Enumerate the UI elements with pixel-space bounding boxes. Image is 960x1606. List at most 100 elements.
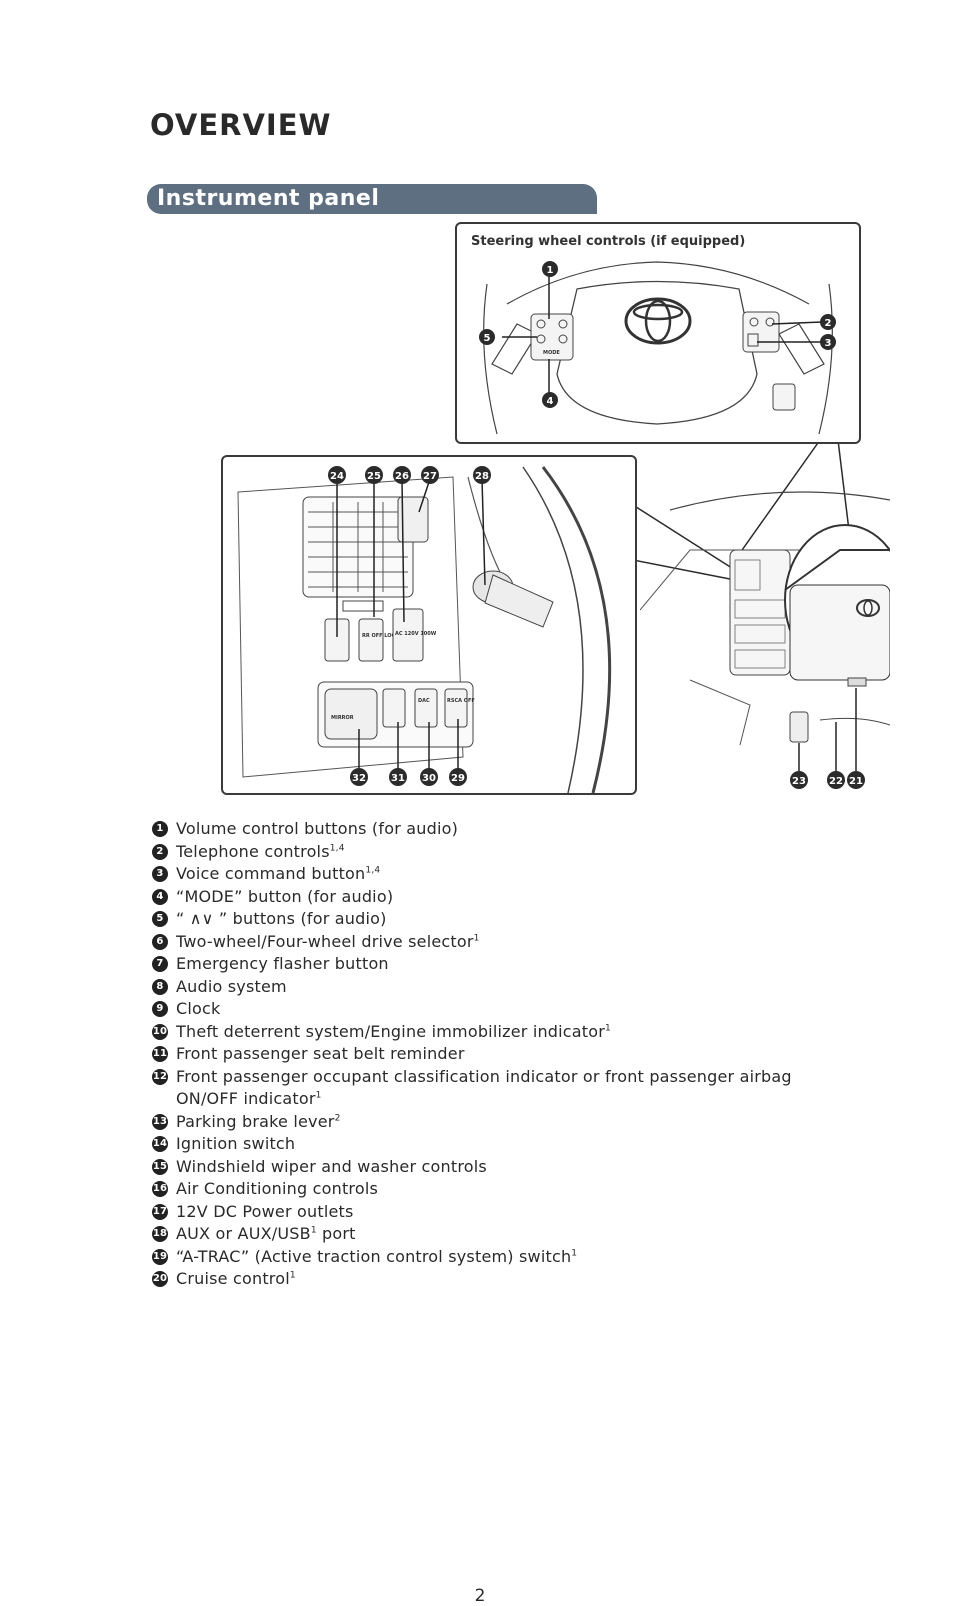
legend-item: 20 Cruise control1 bbox=[152, 1268, 852, 1291]
callout-2: 2 bbox=[820, 314, 836, 330]
mirror-switch-label: MIRROR bbox=[331, 715, 354, 721]
legend-text: Two-wheel/Four-wheel drive selector1 bbox=[176, 931, 852, 954]
svg-text:30: 30 bbox=[422, 773, 436, 784]
page-number: 2 bbox=[474, 1586, 486, 1606]
legend-number-badge: 14 bbox=[152, 1136, 168, 1152]
mode-button-label: MODE bbox=[543, 350, 560, 356]
dashboard-illustration: RR OFF LOCK AC 120V 100W MIRROR DAC RSCA… bbox=[237, 466, 612, 793]
legend-footnote-ref: 1 bbox=[315, 1090, 322, 1101]
legend-number-badge: 13 bbox=[152, 1113, 168, 1130]
legend-label: Front passenger occupant classification … bbox=[176, 1066, 792, 1109]
legend-item: 8 Audio system bbox=[152, 976, 852, 999]
cabin-view: 23 22 21 bbox=[640, 490, 890, 795]
legend-label-suffix: port bbox=[316, 1224, 356, 1243]
steering-wheel-illustration: MODE 1 2 3 4 5 bbox=[479, 261, 836, 435]
legend-number-badge: 3 bbox=[152, 866, 168, 882]
legend-label: Clock bbox=[176, 999, 221, 1018]
steering-inset-caption: Steering wheel controls (if equipped) bbox=[471, 234, 746, 249]
legend-text: Audio system bbox=[176, 976, 852, 999]
legend-text: Windshield wiper and washer controls bbox=[176, 1156, 852, 1179]
legend-item: 13 Parking brake lever2 bbox=[152, 1111, 852, 1134]
callout-1: 1 bbox=[542, 261, 558, 277]
legend-number-badge: 9 bbox=[152, 1001, 168, 1017]
callout-28: 28 bbox=[473, 466, 491, 484]
legend-footnote-ref: 1 bbox=[473, 933, 480, 944]
legend-number-badge: 6 bbox=[152, 933, 168, 950]
callout-23: 23 bbox=[790, 771, 808, 789]
svg-text:3: 3 bbox=[825, 338, 832, 349]
legend-text: “MODE” button (for audio) bbox=[176, 886, 852, 909]
legend-item: 3 Voice command button1,4 bbox=[152, 863, 852, 886]
legend-label: Emergency flasher button bbox=[176, 954, 389, 973]
legend-number-badge: 5 bbox=[152, 911, 168, 927]
legend-number-badge: 2 bbox=[152, 843, 168, 860]
legend-label: “MODE” button (for audio) bbox=[176, 886, 394, 906]
legend-footnote-ref: 1 bbox=[289, 1270, 296, 1281]
legend-number-badge: 16 bbox=[152, 1181, 168, 1197]
svg-text:5: 5 bbox=[484, 333, 491, 344]
legend-label: Windshield wiper and washer controls bbox=[176, 1156, 487, 1176]
legend-label: AUX or AUX/USB bbox=[176, 1224, 311, 1243]
svg-text:22: 22 bbox=[829, 776, 843, 787]
legend-label: Parking brake lever bbox=[176, 1111, 335, 1131]
callout-22: 22 bbox=[827, 771, 845, 789]
legend-label: Telephone controls bbox=[176, 841, 330, 861]
legend-text: Air Conditioning controls bbox=[176, 1178, 852, 1201]
ac-outlet-label: AC 120V 100W bbox=[395, 631, 437, 637]
legend-number-badge: 19 bbox=[152, 1248, 168, 1265]
legend-item: 19 “A-TRAC” (Active traction control syst… bbox=[152, 1246, 852, 1269]
page-title: OVERVIEW bbox=[150, 108, 332, 142]
legend-text: Emergency flasher button bbox=[176, 953, 852, 976]
legend-item: 9 Clock bbox=[152, 998, 852, 1021]
legend-footnote-ref: 1 bbox=[571, 1248, 578, 1259]
legend-text: “A-TRAC” (Active traction control system… bbox=[176, 1246, 852, 1269]
svg-text:26: 26 bbox=[395, 471, 409, 482]
legend-text: AUX or AUX/USB1 port bbox=[176, 1223, 852, 1246]
legend-text: Ignition switch bbox=[176, 1133, 852, 1156]
callout-29: 29 bbox=[449, 768, 467, 786]
callout-25: 25 bbox=[365, 466, 383, 484]
legend-number-badge: 18 bbox=[152, 1226, 168, 1242]
legend-item: 1 Volume control buttons (for audio) bbox=[152, 818, 852, 841]
section-header: Instrument panel bbox=[147, 184, 597, 214]
rr-off-lock-label: RR OFF LOCK bbox=[362, 633, 400, 639]
legend-label: Voice command button bbox=[176, 864, 366, 883]
callout-30: 30 bbox=[420, 768, 438, 786]
legend-text: Volume control buttons (for audio) bbox=[176, 818, 852, 841]
legend-label: Air Conditioning controls bbox=[176, 1179, 379, 1198]
legend-footnote-ref: 1,4 bbox=[329, 843, 345, 854]
svg-text:32: 32 bbox=[352, 773, 366, 784]
legend-label: 12V DC Power outlets bbox=[176, 1201, 354, 1221]
legend-label: Audio system bbox=[176, 976, 287, 996]
legend-label: Cruise control bbox=[176, 1269, 290, 1288]
legend-footnote-ref: 1 bbox=[310, 1225, 317, 1236]
legend-footnote-ref: 1,4 bbox=[365, 865, 381, 876]
callout-21: 21 bbox=[847, 771, 865, 789]
callout-31: 31 bbox=[389, 768, 407, 786]
callout-3: 3 bbox=[820, 334, 836, 350]
legend-text: Front passenger occupant classification … bbox=[176, 1066, 852, 1111]
cabin-illustration: 23 22 21 bbox=[640, 491, 890, 789]
legend-item: 14 Ignition switch bbox=[152, 1133, 852, 1156]
callout-32: 32 bbox=[350, 768, 368, 786]
legend-text: Front passenger seat belt reminder bbox=[176, 1043, 852, 1066]
legend-label: Theft deterrent system/Engine immobilize… bbox=[176, 1021, 606, 1041]
callout-26: 26 bbox=[393, 466, 411, 484]
svg-text:23: 23 bbox=[792, 776, 806, 787]
rsca-switch-label: RSCA OFF bbox=[447, 698, 475, 704]
legend-label: Volume control buttons (for audio) bbox=[176, 819, 459, 838]
legend-label: Ignition switch bbox=[176, 1134, 296, 1153]
legend-number-badge: 1 bbox=[152, 821, 168, 837]
legend-item: 16 Air Conditioning controls bbox=[152, 1178, 852, 1201]
svg-text:31: 31 bbox=[391, 773, 405, 784]
legend-number-badge: 8 bbox=[152, 978, 168, 995]
legend-item: 18 AUX or AUX/USB1 port bbox=[152, 1223, 852, 1246]
svg-text:25: 25 bbox=[367, 471, 381, 482]
legend-number-badge: 20 bbox=[152, 1271, 168, 1287]
steering-wheel-inset: Steering wheel controls (if equipped) MO… bbox=[455, 222, 861, 444]
svg-text:1: 1 bbox=[547, 265, 554, 276]
legend-text: Parking brake lever2 bbox=[176, 1111, 852, 1134]
